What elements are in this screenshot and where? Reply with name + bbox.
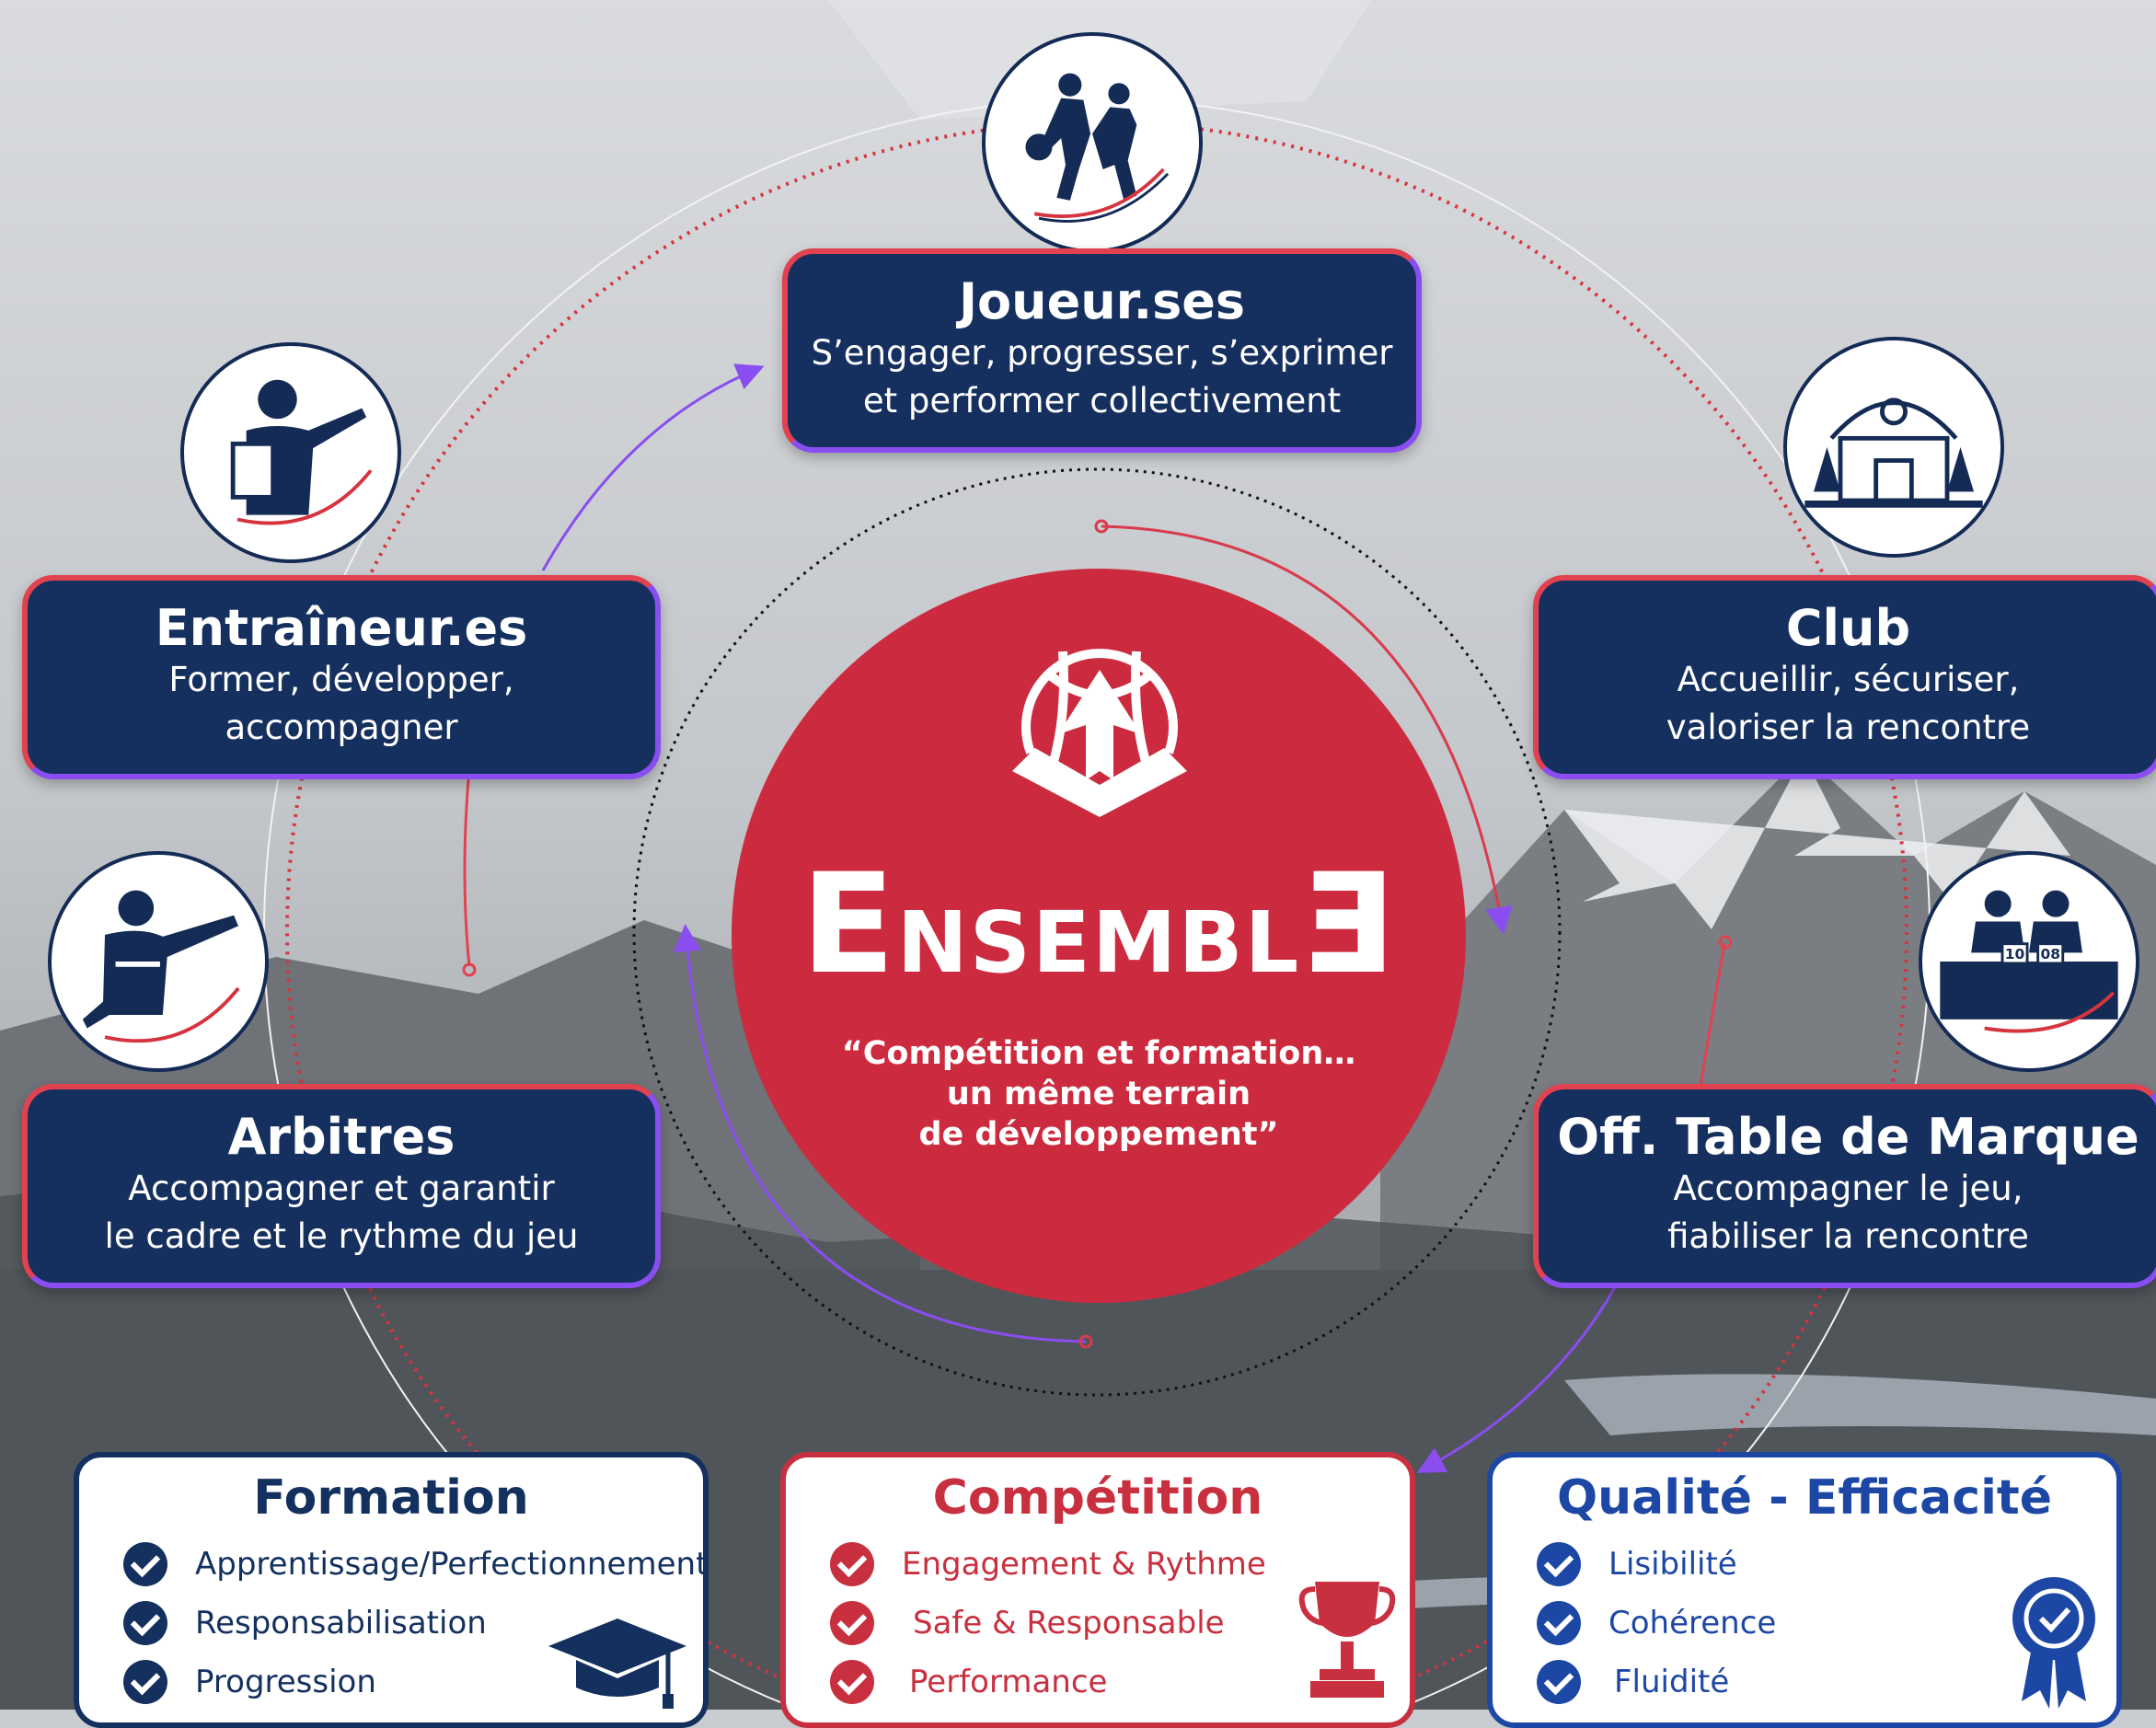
check-icon — [1537, 1542, 1581, 1586]
role-description: le cadre et le rythme du jeu — [104, 1216, 579, 1256]
role-description: accompagner — [225, 708, 458, 747]
link-table-club — [1699, 942, 1726, 1087]
role-description: Accompagner et garantir — [128, 1169, 555, 1208]
item-label: Engagement & Rythme — [902, 1546, 1266, 1583]
basketball-arrow-logo — [1012, 649, 1187, 817]
outer-red-dotted-ring — [285, 121, 1908, 1710]
arrow-bottom-to-center — [673, 924, 1087, 1343]
inner-dotted-ring — [632, 467, 1562, 1397]
list-item: Lisibilité — [1537, 1535, 2116, 1594]
referee-icon — [48, 851, 269, 1072]
role-club: Club Accueillir, sécuriser, valoriser la… — [1533, 575, 2156, 779]
ensemble-center-circle: ENSEMBLE “Compétition et formation… un m… — [732, 569, 1466, 1303]
score-left: 10 — [2005, 946, 2025, 962]
coach-icon — [180, 342, 401, 563]
item-label: Performance — [909, 1664, 1108, 1700]
check-icon — [830, 1601, 874, 1645]
role-description: S’engager, progresser, s’exprimer — [811, 333, 1393, 373]
list-item: Cohérence — [1537, 1594, 2116, 1653]
item-label: Fluidité — [1614, 1664, 1730, 1700]
role-title: Entraîneur.es — [155, 599, 528, 657]
list-item: Responsabilisation — [123, 1594, 703, 1653]
club-building-icon — [1783, 337, 2004, 558]
check-icon — [830, 1660, 874, 1704]
scorers-table-icon: 10 08 — [1919, 851, 2139, 1072]
score-right: 08 — [2040, 946, 2060, 962]
list-item: Engagement & Rythme — [830, 1535, 1410, 1594]
role-description: Accueillir, sécuriser, — [1677, 660, 2020, 699]
center-quote: “Compétition et formation… un même terra… — [787, 1033, 1411, 1155]
list-item: Performance — [830, 1653, 1410, 1711]
card-competition: Compétition Engagement & Rythme Safe & R… — [780, 1452, 1415, 1728]
role-referees: Arbitres Accompagner et garantir le cadr… — [22, 1084, 661, 1288]
item-label: Cohérence — [1608, 1605, 1777, 1642]
card-title: Qualité - Efficacité — [1556, 1470, 2053, 1526]
item-label: Apprentissage/Perfectionnement — [195, 1546, 709, 1583]
check-icon — [1537, 1660, 1581, 1704]
role-title: Off. Table de Marque — [1557, 1108, 2139, 1166]
ensemble-wordmark: ENSEMBLE — [732, 845, 1466, 1005]
award-badge-icon — [2012, 1577, 2095, 1709]
check-icon — [123, 1601, 167, 1645]
role-description: Accompagner le jeu, — [1673, 1169, 2023, 1208]
arrow-coach-to-player — [541, 363, 765, 571]
card-title: Compétition — [932, 1470, 1263, 1526]
arrow-table-to-competition — [1416, 1278, 1621, 1473]
role-description: valoriser la rencontre — [1666, 708, 2031, 747]
role-title: Club — [1785, 599, 1911, 657]
role-description: fiabiliser la rencontre — [1667, 1216, 2029, 1256]
check-icon — [1537, 1601, 1581, 1645]
check-icon — [830, 1542, 874, 1586]
item-label: Lisibilité — [1608, 1546, 1737, 1583]
item-label: Safe & Responsable — [913, 1605, 1225, 1642]
card-quality: Qualité - Efficacité Lisibilité Cohérenc… — [1487, 1452, 2122, 1728]
quote-line: “Compétition et formation… — [841, 1035, 1356, 1072]
role-coaches: Entraîneur.es Former, développer, accomp… — [22, 575, 661, 779]
quote-line: un même terrain — [946, 1076, 1251, 1112]
brand-letter: E — [1300, 845, 1397, 1005]
check-icon — [123, 1660, 167, 1704]
list-item: Safe & Responsable — [830, 1594, 1410, 1653]
list-item: Apprentissage/Perfectionnement — [123, 1535, 708, 1594]
quote-line: de développement” — [918, 1116, 1279, 1153]
brand-letters: NSEMBL — [896, 893, 1301, 992]
item-label: Progression — [195, 1664, 376, 1700]
role-title: Joueur.ses — [958, 272, 1246, 330]
arrow-center-to-club — [1101, 524, 1513, 935]
role-table-officials: Off. Table de Marque Accompagner le jeu,… — [1533, 1084, 2156, 1288]
link-coach-referee — [463, 767, 471, 967]
role-players: Joueur.ses S’engager, progresser, s’expr… — [782, 248, 1422, 453]
trophy-icon — [1298, 1582, 1396, 1698]
card-title: Formation — [253, 1470, 529, 1526]
basketball-players-icon — [982, 32, 1203, 253]
check-icon — [123, 1542, 167, 1586]
role-description: et performer collectivement — [862, 381, 1342, 420]
brand-letter: E — [801, 845, 897, 1005]
list-item: Fluidité — [1537, 1653, 2116, 1711]
graduation-cap-icon — [548, 1619, 686, 1709]
role-title: Arbitres — [227, 1108, 455, 1166]
list-item: Progression — [123, 1653, 703, 1711]
role-description: Former, développer, — [168, 660, 514, 699]
item-label: Responsabilisation — [195, 1605, 487, 1642]
card-formation: Formation Apprentissage/Perfectionnement… — [74, 1452, 709, 1728]
